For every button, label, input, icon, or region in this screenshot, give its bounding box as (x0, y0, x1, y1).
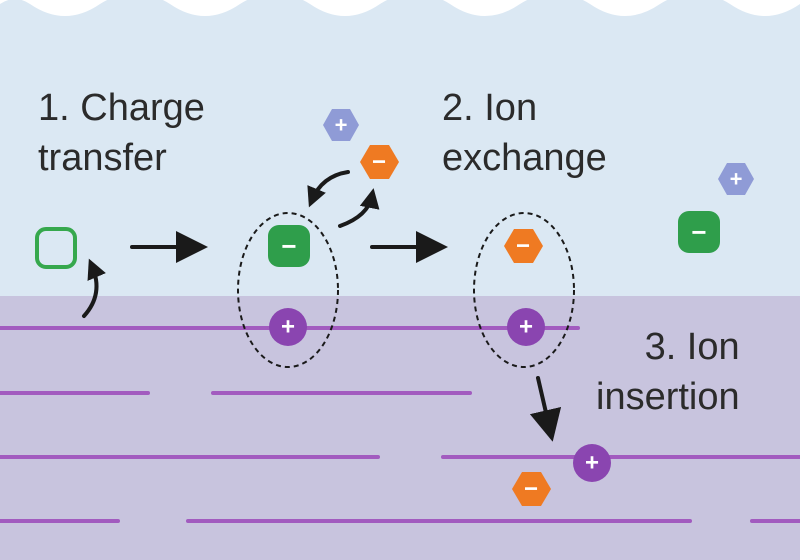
step3-label-line2: insertion (596, 376, 740, 418)
step1-label-line1: 1. Charge (38, 87, 205, 129)
arrow-curved-to-solution (338, 188, 380, 228)
ion-pair-ellipse (473, 212, 575, 368)
minus-sign: − (372, 149, 386, 176)
process-arrows (82, 170, 562, 442)
plus-sign: + (519, 314, 533, 341)
step3-label-line1: 3. Ion (644, 326, 740, 368)
step1-label: 1. Charge transfer (38, 83, 205, 183)
wavy-top-edge (0, 0, 800, 16)
plus-sign: + (730, 167, 743, 192)
minus-hexagon-icon: − (504, 229, 543, 263)
step1-label-line2: transfer (38, 137, 167, 179)
minus-hexagon-icon: − (360, 145, 399, 179)
plus-hexagon-icon: + (718, 163, 754, 195)
arrow-curved-up-from-solid (82, 258, 106, 318)
plus-circle-icon: + (573, 444, 611, 482)
step2-label: 2. Ion exchange (442, 83, 607, 183)
host-layers (0, 326, 800, 523)
arrow-insertion-down (529, 376, 562, 442)
minus-rounded-square-icon: − (268, 225, 310, 267)
minus-sign: − (516, 233, 530, 260)
step3-label: 3. Ion insertion (596, 322, 740, 422)
minus-hexagon-icon: − (512, 472, 551, 506)
arrow-curved-from-solution (307, 170, 350, 208)
plus-sign: + (585, 450, 599, 477)
minus-sign: − (281, 231, 296, 261)
solution-region (0, 0, 800, 300)
step2-label-line1: 2. Ion (442, 87, 538, 129)
plus-sign: + (281, 314, 295, 341)
plus-circle-icon: + (269, 308, 307, 346)
empty-site-square-icon (35, 227, 77, 269)
plus-hexagon-icon: + (323, 109, 359, 141)
plus-circle-icon: + (507, 308, 545, 346)
solid-electrode-region (0, 296, 800, 560)
minus-rounded-square-icon: − (678, 211, 720, 253)
minus-sign: − (524, 476, 538, 503)
plus-sign: + (335, 113, 348, 138)
minus-sign: − (691, 217, 706, 247)
ion-pair-ellipse (237, 212, 339, 368)
step2-label-line2: exchange (442, 137, 607, 179)
